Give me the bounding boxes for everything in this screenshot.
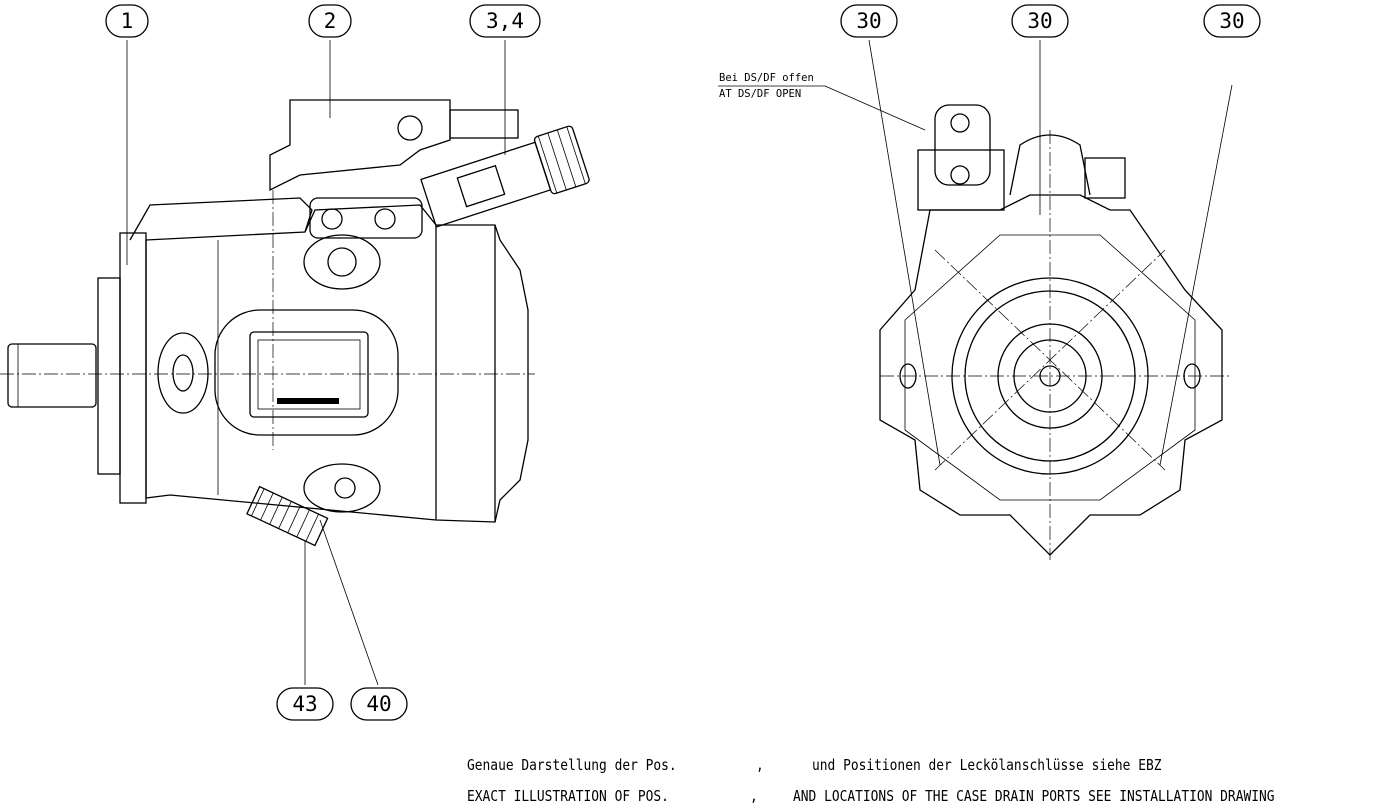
footnote-en-part1: EXACT ILLUSTRATION OF POS. bbox=[467, 787, 669, 805]
callout-40: 40 bbox=[350, 687, 408, 721]
annotation-en: AT DS/DF OPEN bbox=[719, 88, 802, 100]
footnote-de-part1: Genaue Darstellung der Pos. bbox=[467, 756, 677, 774]
svg-text:30: 30 bbox=[1219, 9, 1244, 33]
side-view bbox=[0, 40, 590, 686]
svg-text:43: 43 bbox=[292, 692, 317, 716]
callout-2: 2 bbox=[308, 4, 352, 38]
svg-text:40: 40 bbox=[366, 692, 391, 716]
footnote-en-part2: AND LOCATIONS OF THE CASE DRAIN PORTS SE… bbox=[793, 787, 1275, 805]
callout-30-left: 30 bbox=[840, 4, 898, 38]
callout-43: 43 bbox=[276, 687, 334, 721]
callout-3-4: 3,4 bbox=[469, 4, 541, 38]
svg-text:30: 30 bbox=[1027, 9, 1052, 33]
svg-text:1: 1 bbox=[121, 9, 134, 33]
svg-text:2: 2 bbox=[324, 9, 337, 33]
front-view bbox=[718, 39, 1233, 560]
footnote-de-part2: und Positionen der Leckölanschlüsse sieh… bbox=[812, 756, 1162, 774]
svg-text:3,4: 3,4 bbox=[486, 9, 524, 33]
footnote-en-sep: , bbox=[750, 787, 758, 805]
callout-30-right: 30 bbox=[1203, 4, 1261, 38]
callout-1: 1 bbox=[105, 4, 149, 38]
callout-30-center: 30 bbox=[1011, 4, 1069, 38]
annotation-de: Bei DS/DF offen bbox=[719, 72, 814, 84]
footnote-de-sep: , bbox=[756, 756, 764, 774]
svg-text:30: 30 bbox=[856, 9, 881, 33]
